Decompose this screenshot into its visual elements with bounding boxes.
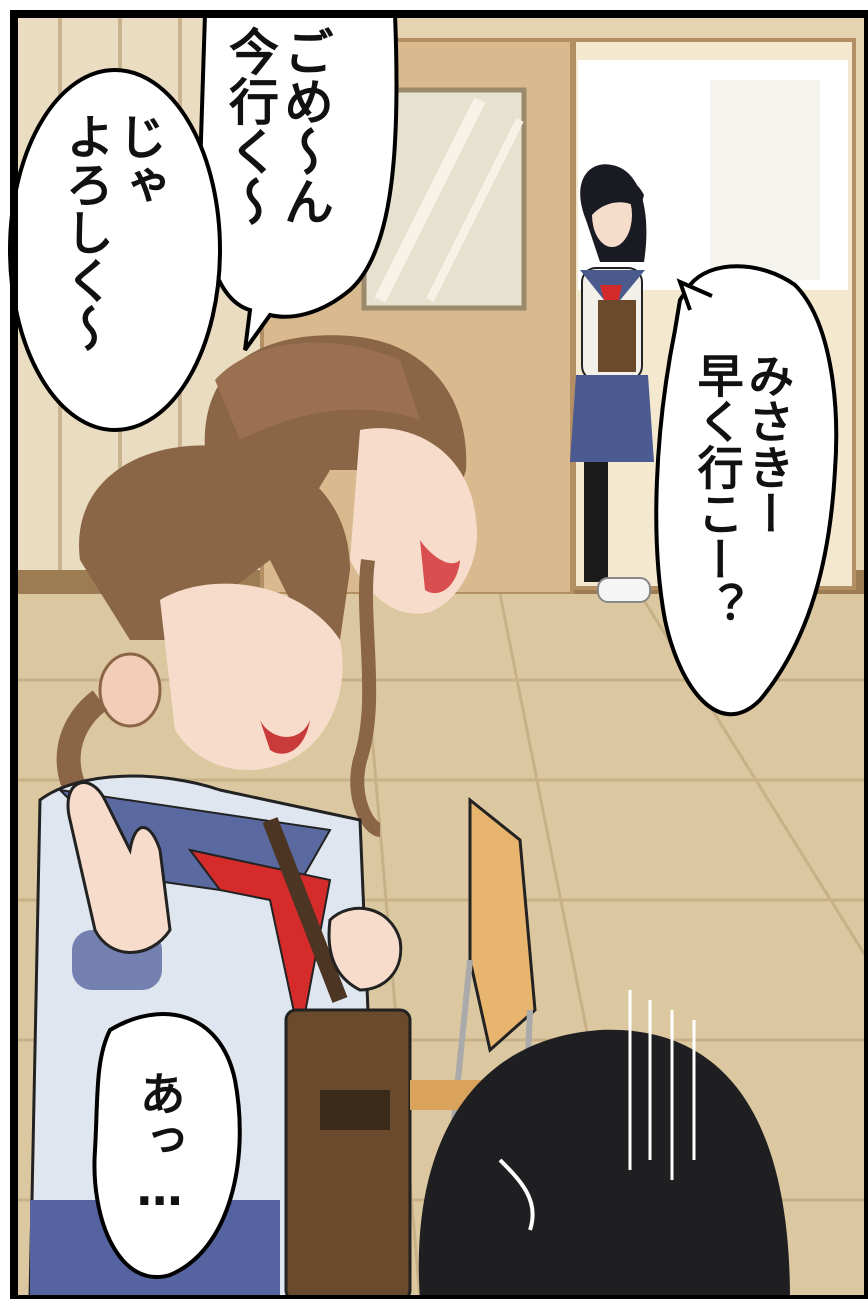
speech-line: 早く行こー？	[690, 352, 745, 628]
speech-line: みさきー	[741, 352, 796, 536]
girl-in-doorway	[570, 164, 654, 603]
speech-line: じゃ	[109, 112, 166, 208]
speech-text-a: あっ…	[132, 1070, 187, 1216]
speech-text-ja: じゃ よろしく〜	[56, 112, 166, 352]
speech-line: ごめ〜ん	[276, 26, 334, 226]
speech-line: あっ…	[132, 1070, 187, 1216]
speech-bubble-misaki	[654, 264, 839, 717]
speech-text-gomen: ごめ〜ん 今行く〜	[221, 26, 334, 226]
speech-bubble-a	[92, 1012, 242, 1279]
girl-back	[204, 335, 477, 837]
school-bag	[284, 1008, 412, 1302]
boy-head	[418, 990, 790, 1299]
speech-line: よろしく〜	[56, 112, 113, 352]
speech-text-misaki: みさきー 早く行こー？	[690, 352, 796, 628]
speech-line: 今行く〜	[221, 26, 279, 226]
